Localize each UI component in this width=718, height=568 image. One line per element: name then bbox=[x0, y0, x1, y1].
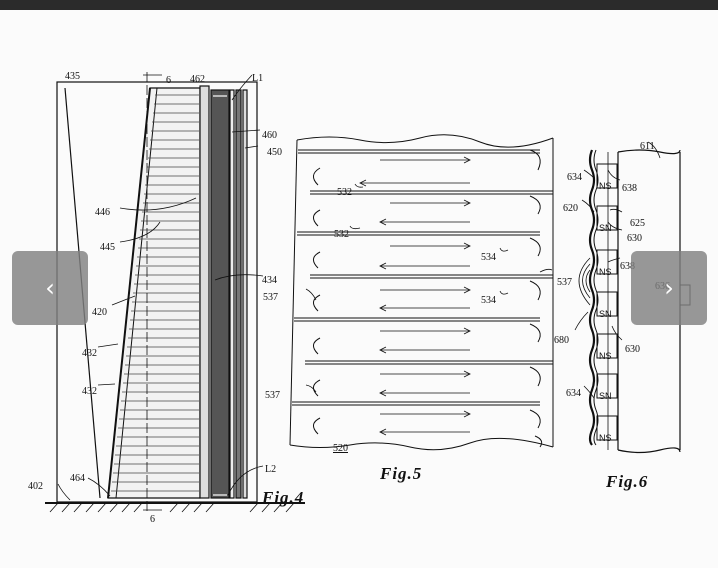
ref-432-lower: 432 bbox=[82, 386, 97, 397]
ref-638-middle: 638 bbox=[620, 261, 635, 272]
ref-630-lower: 630 bbox=[625, 344, 640, 355]
ref-402: 402 bbox=[28, 481, 43, 492]
ref-450: 450 bbox=[267, 147, 282, 158]
ref-620: 620 bbox=[563, 203, 578, 214]
viewer-top-bar bbox=[0, 0, 718, 10]
patent-drawing bbox=[45, 72, 691, 513]
ref-537-left-lower: 537 bbox=[265, 390, 280, 401]
magnet-pole-1: NS bbox=[599, 181, 612, 191]
ref-534-lower: 534 bbox=[481, 295, 496, 306]
ref-460: 460 bbox=[262, 130, 277, 141]
fig5-drawing bbox=[289, 134, 554, 451]
ref-434: 434 bbox=[262, 275, 277, 286]
ref-520: 520 bbox=[333, 443, 348, 454]
magnet-pole-6: SN bbox=[599, 391, 612, 401]
ref-625: 625 bbox=[630, 218, 645, 229]
ref-532-upper: 532 bbox=[337, 187, 352, 198]
ref-432-upper: 432 bbox=[82, 348, 97, 359]
magnet-pole-4: SN bbox=[599, 309, 612, 319]
fig6-caption: Fig.6 bbox=[606, 472, 649, 491]
ref-680: 680 bbox=[554, 335, 569, 346]
next-image-button[interactable]: › bbox=[631, 251, 707, 325]
ref-420: 420 bbox=[92, 307, 107, 318]
magnet-pole-2: SN bbox=[599, 223, 612, 233]
ref-462: 462 bbox=[190, 74, 205, 85]
ref-532-lower: 532 bbox=[334, 229, 349, 240]
previous-image-button[interactable]: ‹ bbox=[12, 251, 88, 325]
chevron-right-icon: › bbox=[664, 274, 674, 302]
ref-6-top: 6 bbox=[166, 75, 171, 86]
magnet-pole-7: NS bbox=[599, 433, 612, 443]
image-viewer: 435 6 462 L1 460 450 446 445 434 420 432… bbox=[0, 10, 718, 568]
chevron-left-icon: ‹ bbox=[45, 274, 55, 302]
ref-464: 464 bbox=[70, 473, 85, 484]
ref-445: 445 bbox=[100, 242, 115, 253]
ref-446: 446 bbox=[95, 207, 110, 218]
magnet-pole-3: NS bbox=[599, 267, 612, 277]
ref-435: 435 bbox=[65, 71, 80, 82]
ref-634-lower: 634 bbox=[566, 388, 581, 399]
fig5-caption: Fig.5 bbox=[380, 464, 423, 483]
ref-537-right: 537 bbox=[557, 277, 572, 288]
ref-537-left-upper: 537 bbox=[263, 292, 278, 303]
fig4-drawing bbox=[45, 72, 305, 513]
fig4-caption: Fig.4 bbox=[262, 488, 305, 507]
ref-634-upper: 634 bbox=[567, 172, 582, 183]
ref-534-upper: 534 bbox=[481, 252, 496, 263]
ref-630-upper: 630 bbox=[627, 233, 642, 244]
ref-6-bottom: 6 bbox=[150, 514, 155, 525]
ref-611: 611 bbox=[640, 141, 655, 152]
magnet-pole-5: NS bbox=[599, 351, 612, 361]
ref-638-upper: 638 bbox=[622, 183, 637, 194]
ref-L2: L2 bbox=[265, 464, 277, 475]
ref-L1: L1 bbox=[252, 73, 264, 84]
